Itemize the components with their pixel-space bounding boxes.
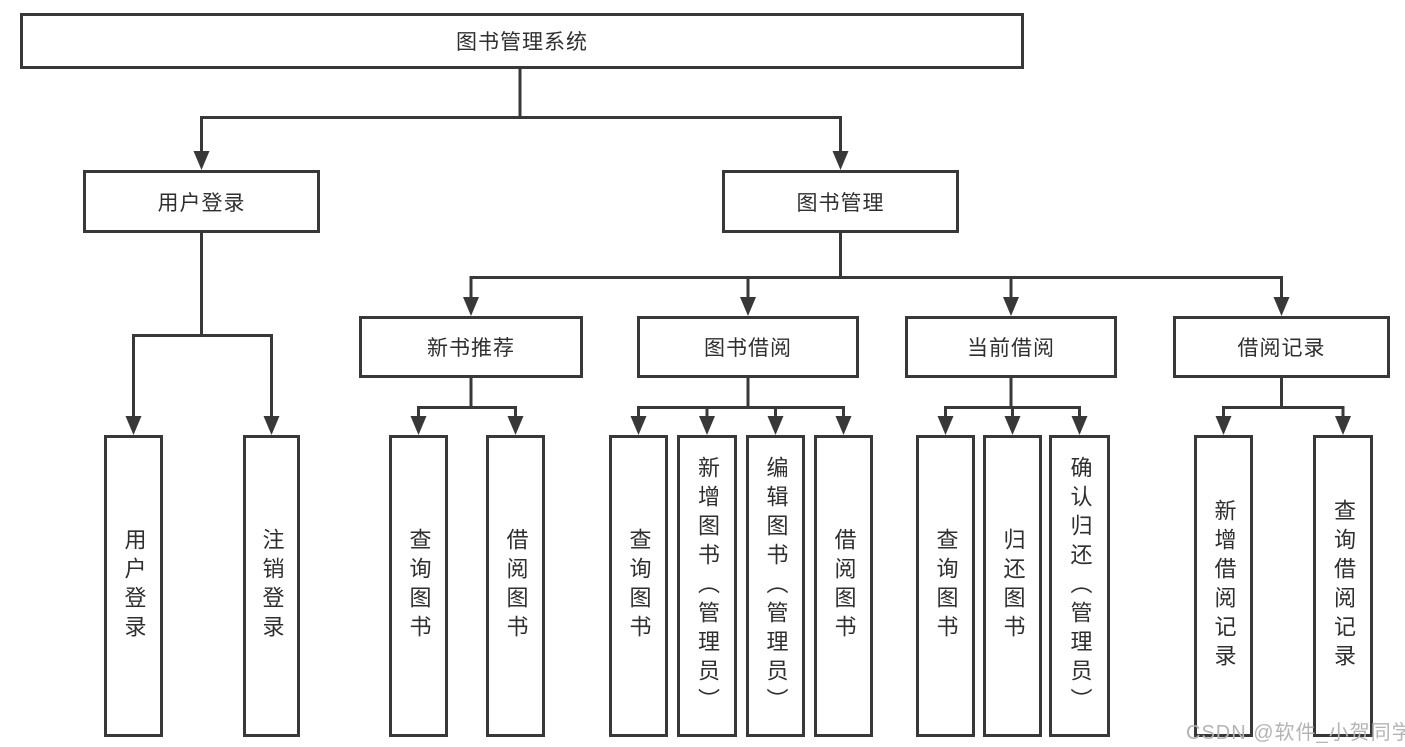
leaf-label: 查询图书 [933, 528, 959, 644]
node-borrow-records: 借阅记录 [1173, 316, 1390, 378]
leaf-return-books: 归还图书 [983, 435, 1042, 737]
leaf-label: 查询借阅记录 [1331, 499, 1356, 673]
node-book-borrow: 图书借阅 [637, 316, 859, 378]
node-current-borrow: 当前借阅 [905, 316, 1117, 378]
node-root: 图书管理系统 [20, 13, 1024, 69]
leaf-borrow-books-1: 借阅图书 [486, 435, 545, 737]
connector-user-login-to-leaves [125, 233, 280, 435]
node-user-login: 用户登录 [83, 170, 320, 233]
leaf-label: 用户登录 [121, 528, 147, 644]
leaf-label: 新增借阅记录 [1211, 499, 1237, 673]
leaf-label: 借阅图书 [503, 528, 529, 644]
leaf-label: 查询图书 [626, 528, 652, 644]
connector-book-mgmt-to-level3 [463, 233, 1290, 316]
leaf-confirm-return-admin: 确认归还（管理员） [1049, 435, 1110, 737]
leaf-query-books-2: 查询图书 [609, 435, 668, 737]
node-new-book-recommend: 新书推荐 [359, 316, 583, 378]
connector-new-book-to-leaves [410, 378, 524, 435]
leaf-user-login: 用户登录 [104, 435, 163, 737]
leaf-label: 借阅图书 [831, 528, 857, 644]
leaf-borrow-books-2: 借阅图书 [814, 435, 873, 737]
leaf-label: 归还图书 [1000, 528, 1026, 644]
connector-root-to-level2 [193, 69, 849, 170]
leaf-label: 新增图书（管理员） [695, 455, 720, 717]
leaf-query-books-3: 查询图书 [916, 435, 975, 737]
leaf-label: 查询图书 [406, 528, 432, 644]
connector-current-borrow-to-leaves [937, 378, 1088, 435]
leaf-query-borrow-record: 查询借阅记录 [1313, 435, 1373, 737]
node-book-management: 图书管理 [722, 170, 959, 233]
leaf-label: 编辑图书（管理员） [763, 455, 789, 717]
leaf-add-books-admin: 新增图书（管理员） [677, 435, 737, 737]
connector-book-borrow-to-leaves [630, 378, 852, 435]
watermark: CSDN @软件_小贺同学 [1186, 722, 1405, 744]
leaf-query-books-1: 查询图书 [389, 435, 448, 737]
leaf-edit-books-admin: 编辑图书（管理员） [746, 435, 805, 737]
leaf-add-borrow-record: 新增借阅记录 [1194, 435, 1253, 737]
leaf-label: 注销登录 [259, 528, 285, 644]
leaf-label: 确认归还（管理员） [1067, 455, 1093, 717]
connector-records-to-leaves [1215, 378, 1351, 435]
leaf-logout: 注销登录 [243, 435, 300, 737]
